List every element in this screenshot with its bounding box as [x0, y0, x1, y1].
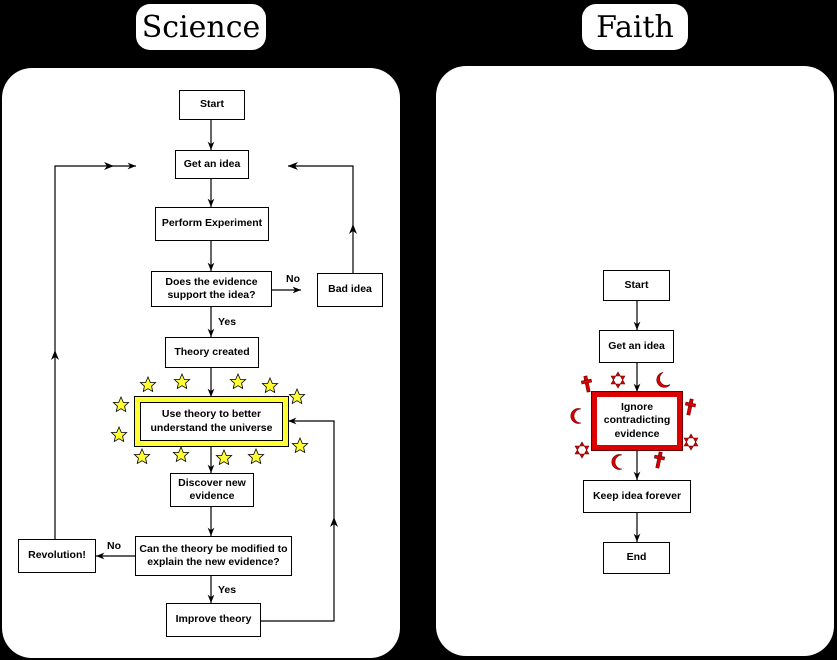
crescent-icon: [570, 408, 582, 424]
science-bad-idea-node: Bad idea: [317, 273, 383, 307]
faith-ignore-evidence-node: Ignore contradicting evidence: [591, 391, 683, 451]
faith-end-node: End: [603, 542, 670, 574]
star-of-david-icon: [574, 441, 590, 459]
faith-title: Faith: [582, 4, 688, 50]
science-use-theory-node: Use theory to better understand the univ…: [134, 396, 289, 447]
edge-label-yes: Yes: [218, 316, 237, 328]
science-revolution-node: Revolution!: [18, 539, 96, 573]
science-get-idea-node: Get an idea: [175, 150, 249, 179]
mid-arrow-improve-up: [330, 517, 338, 527]
faith-get-idea-node: Get an idea: [599, 330, 674, 363]
star-of-david-icon: [683, 433, 699, 451]
cross-icon: [652, 450, 666, 470]
faith-start-node: Start: [603, 270, 670, 301]
mid-arrow-right-top: [288, 162, 298, 170]
star-of-david-icon: [610, 371, 626, 389]
edge-label-yes: Yes: [218, 584, 237, 596]
edge-badidea-getidea: [288, 162, 354, 273]
science-perform-experiment-node: Perform Experiment: [155, 207, 269, 241]
science-can-modify-node: Can the theory be modified to explain th…: [135, 536, 292, 576]
crescent-icon: [653, 371, 671, 391]
science-discover-evidence-node: Discover new evidence: [170, 473, 254, 507]
cross-icon: [683, 397, 697, 417]
edge-label-no: No: [286, 273, 300, 285]
science-title: Science: [136, 4, 266, 50]
edge-label-no: No: [107, 540, 121, 552]
mid-arrow-badidea-up: [349, 224, 357, 234]
faith-keep-idea-node: Keep idea forever: [583, 480, 691, 513]
cross-icon: [580, 374, 594, 394]
science-evidence-question-node: Does the evidence support the idea?: [151, 271, 272, 307]
science-improve-theory-node: Improve theory: [166, 603, 261, 637]
mid-arrow-left-top: [104, 162, 114, 170]
science-theory-created-node: Theory created: [165, 337, 259, 368]
science-start-node: Start: [179, 90, 245, 120]
crescent-icon: [611, 454, 623, 470]
mid-arrow-revolution-up: [51, 350, 59, 360]
